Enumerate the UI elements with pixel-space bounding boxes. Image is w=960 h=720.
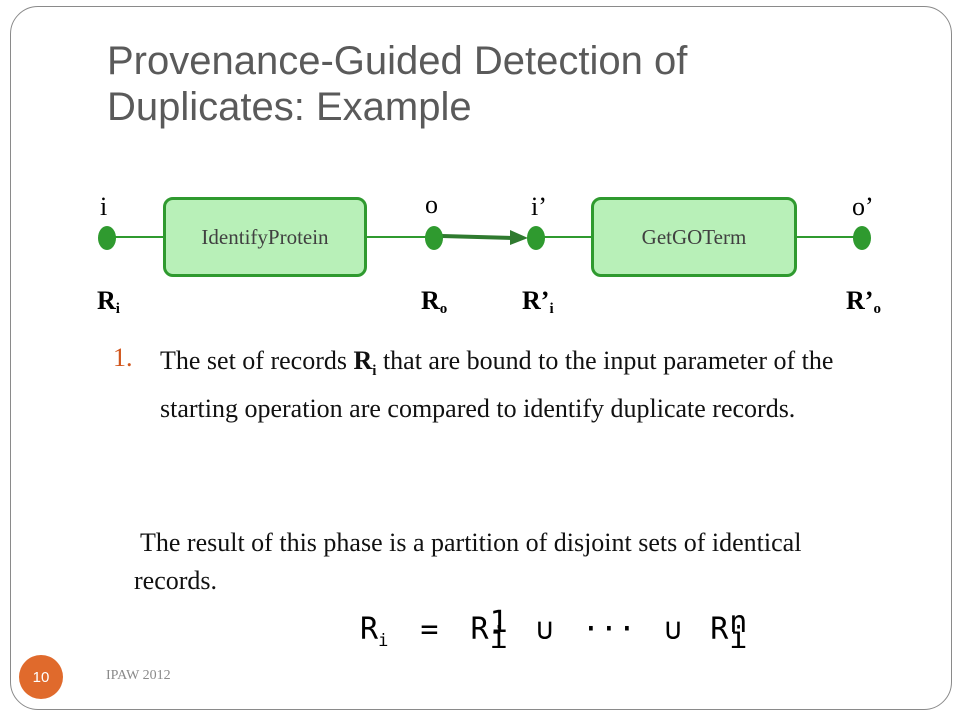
port-o: [425, 226, 443, 250]
slide-frame: [10, 6, 952, 710]
footer-text: IPAW 2012: [106, 668, 171, 683]
record-label-ro: Ro: [421, 286, 448, 317]
wire-ip-to-getgoterm: [536, 236, 596, 238]
slide-title: Provenance-Guided Detection of Duplicate…: [107, 39, 688, 129]
operation-getgoterm-label: GetGOTerm: [641, 224, 747, 249]
data-link-arrow: [441, 230, 528, 245]
record-label-ri-prime: R’i: [522, 286, 554, 317]
operation-identifyprotein: IdentifyProtein: [163, 197, 367, 277]
wire-getgoterm-to-op: [792, 236, 864, 238]
record-label-ro-prime: R’o: [846, 286, 881, 317]
port-o-prime: [853, 226, 871, 250]
port-i: [98, 226, 116, 250]
wire-identifyprotein-to-o: [364, 236, 434, 238]
page-number-badge: 10: [19, 655, 63, 699]
list-item-text: The set of records Ri that are bound to …: [160, 346, 834, 424]
result-paragraph: The result of this phase is a partition …: [134, 528, 802, 595]
param-label-i: i: [100, 192, 108, 221]
operation-getgoterm: GetGOTerm: [591, 197, 797, 277]
list-item-number: 1.: [113, 343, 133, 372]
operation-identifyprotein-label: IdentifyProtein: [201, 224, 329, 249]
page-number: 10: [32, 668, 50, 686]
param-label-i-prime: i’: [531, 192, 547, 221]
port-i-prime: [527, 226, 545, 250]
record-label-ri: Ri: [97, 286, 120, 317]
param-label-o: o: [425, 190, 438, 219]
param-label-o-prime: o’: [852, 192, 874, 221]
wire-i-to-identifyprotein: [110, 236, 168, 238]
